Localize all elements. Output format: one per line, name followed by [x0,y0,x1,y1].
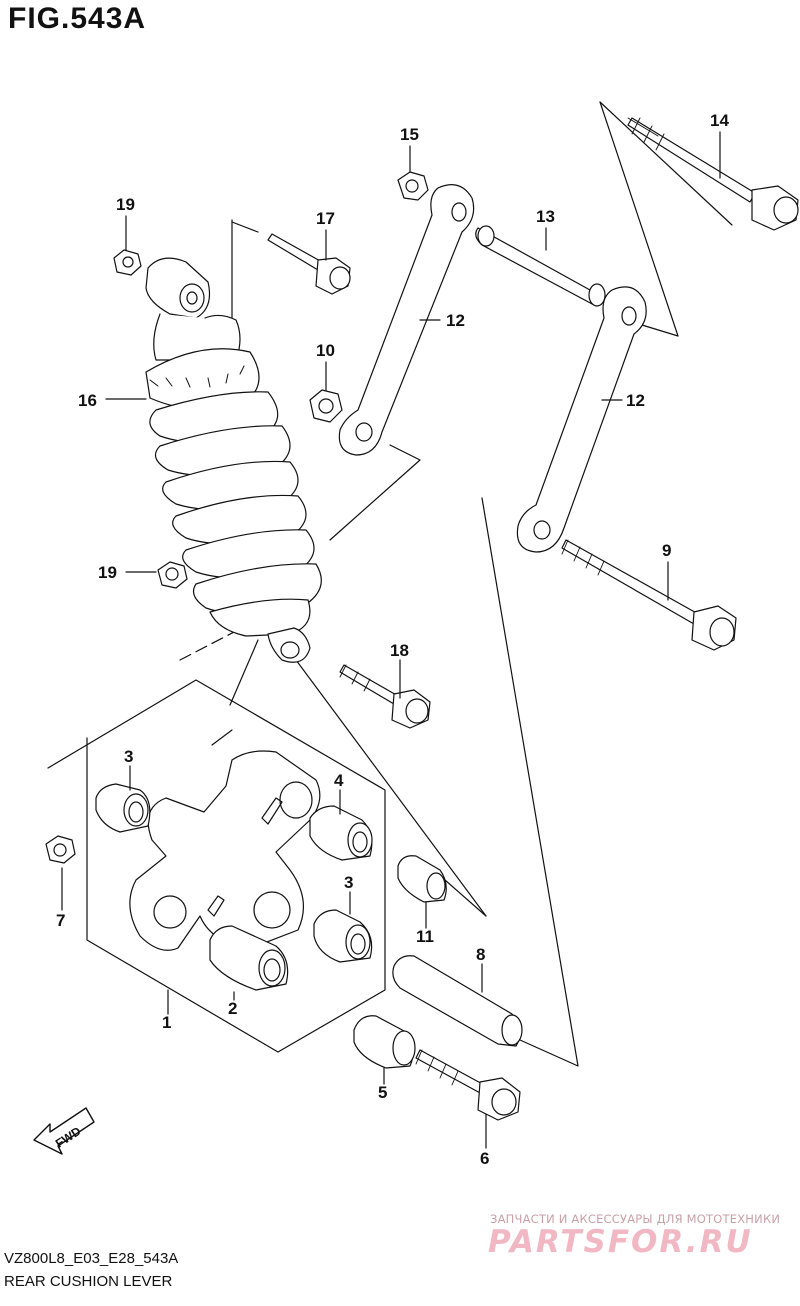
callout-labels: 1 2 3 3 4 5 6 7 8 9 10 11 12 12 13 14 15… [56,111,729,1168]
callout-18: 18 [390,641,409,660]
callout-6: 6 [480,1149,489,1168]
part-11-collar [397,855,447,903]
callout-13: 13 [536,207,555,226]
callout-3-lower: 3 [344,873,353,892]
callout-19-lower: 19 [98,563,117,582]
callout-14: 14 [710,111,729,130]
part-12-link-plate-right [516,286,647,553]
part-8-sleeve [392,955,523,1047]
part-4-bearing [309,805,373,861]
part-3-bearing-lower [313,909,373,963]
part-12-link-plate-left [338,184,475,456]
part-16-shock-absorber [145,257,322,663]
callout-16: 16 [78,391,97,410]
callout-15: 15 [400,125,419,144]
figure-caption: REAR CUSHION LEVER [4,1273,173,1290]
callout-19-upper: 19 [116,195,135,214]
callout-2: 2 [228,999,237,1018]
callout-12-left: 12 [446,311,465,330]
part-3-bearing-upper [95,783,151,833]
part-14-bolt [627,117,799,231]
figure-title: FIG.543A [8,2,147,35]
part-13-sleeve [475,225,606,307]
watermark-tagline: ЗАПЧАСТИ И АКСЕССУАРЫ ДЛЯ МОТОТЕХНИКИ [490,1212,781,1226]
part-10-nut [309,389,343,423]
callout-10: 10 [316,341,335,360]
part-7-nut [45,835,76,864]
callout-leaders [61,131,721,1149]
part-18-bolt [339,664,431,729]
callout-8: 8 [476,945,485,964]
callout-12-right: 12 [626,391,645,410]
part-19-nut-upper [113,249,142,276]
callout-7: 7 [56,911,65,930]
callout-17: 17 [316,209,335,228]
watermark-logo: PARTSFOR.RU [488,1224,753,1260]
part-1-cushion-lever [129,750,321,951]
part-19-nut-lower [157,561,188,589]
part-2-bearing [209,925,289,991]
part-9-bolt [561,539,737,651]
part-15-nut [397,171,429,201]
model-code: VZ800L8_E03_E28_543A [4,1250,179,1267]
part-6-bolt [415,1049,521,1121]
callout-4: 4 [334,771,344,790]
callout-5: 5 [378,1083,387,1102]
callout-9: 9 [662,541,671,560]
group-boundary-lines [47,101,733,1067]
part-5-collar [353,1015,416,1069]
fwd-arrow-icon: FWD [33,1107,95,1155]
callout-11: 11 [416,927,434,946]
callout-1: 1 [162,1013,171,1032]
part-17-bolt [267,233,351,295]
callout-3-upper: 3 [124,747,133,766]
